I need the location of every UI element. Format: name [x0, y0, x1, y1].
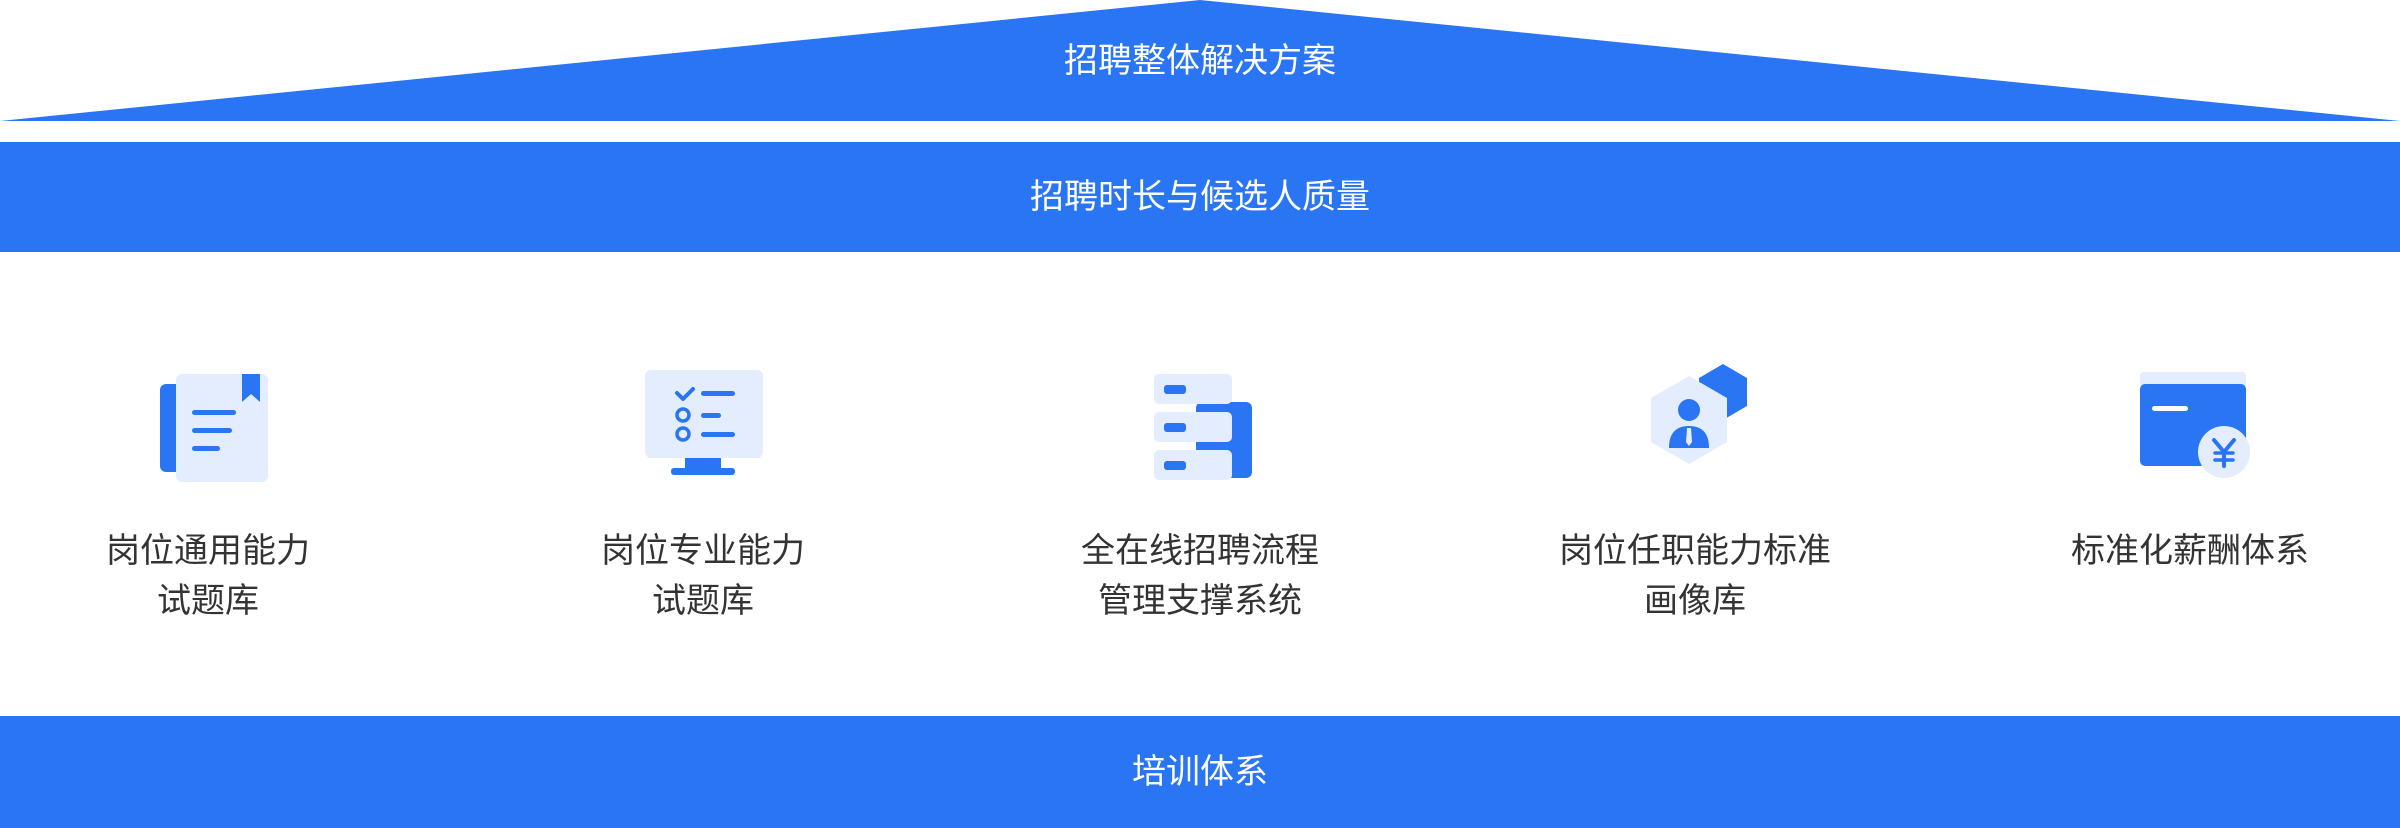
- pillar-label-line1: 岗位通用能力: [106, 531, 310, 571]
- pillar-label-line1: 岗位专业能力: [601, 531, 805, 571]
- pillar-professional-ability: 岗位专业能力 试题库: [513, 360, 893, 640]
- pillar-label-line1: 标准化薪酬体系: [2071, 531, 2309, 571]
- pillar-competency-profile-library: 岗位任职能力标准 画像库: [1505, 360, 1885, 640]
- pillar-online-recruitment-system: 全在线招聘流程 管理支撑系统: [1010, 360, 1390, 640]
- pillar-label-line2: 管理支撑系统: [1098, 581, 1302, 621]
- wallet-yen-icon: [2140, 372, 2250, 478]
- pillar-label: 岗位通用能力 试题库: [18, 526, 398, 626]
- pillar-general-ability: 岗位通用能力 试题库: [18, 360, 398, 640]
- pillar-label: 岗位专业能力 试题库: [513, 526, 893, 626]
- bottom-band: 培训体系: [0, 716, 2400, 828]
- pillar-label-line2: 试题库: [652, 581, 754, 621]
- pillar-label: 全在线招聘流程 管理支撑系统: [1010, 526, 1390, 626]
- monitor-checklist-icon: [645, 370, 763, 475]
- roof-title: 招聘整体解决方案: [1064, 41, 1336, 81]
- top-band: 招聘时长与候选人质量: [0, 142, 2400, 252]
- pillar-label-line1: 岗位任职能力标准: [1559, 531, 1831, 571]
- book-bookmark-icon: [160, 374, 268, 482]
- pillar-label: 标准化薪酬体系: [2000, 526, 2380, 576]
- hexagon-person-icon: [1651, 364, 1747, 464]
- pillar-label-line2: 试题库: [157, 581, 259, 621]
- server-stack-icon: [1154, 374, 1252, 480]
- pillar-label: 岗位任职能力标准 画像库: [1505, 526, 1885, 626]
- roof-shape: [0, 0, 2400, 121]
- pillar-label-line1: 全在线招聘流程: [1081, 531, 1319, 571]
- pillar-standard-compensation-system: 标准化薪酬体系: [2000, 360, 2380, 640]
- pillar-label-line2: 画像库: [1644, 581, 1746, 621]
